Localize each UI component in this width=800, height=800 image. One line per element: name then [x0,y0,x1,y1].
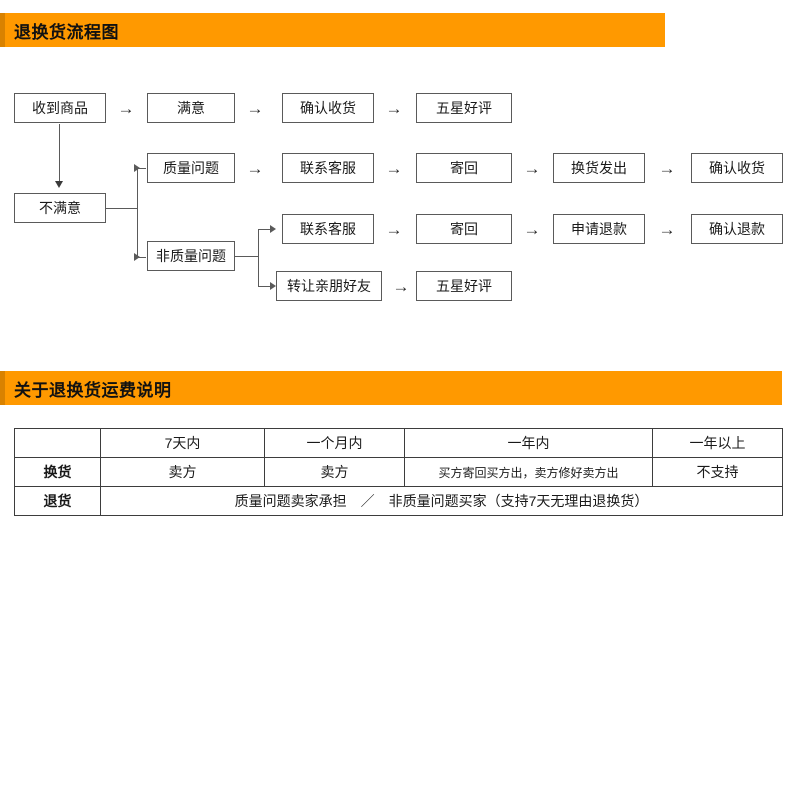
flow-connector-to-transfer [258,286,272,287]
table-header-one-month: 一个月内 [264,428,405,458]
flow-connector-nonquality-spine [258,229,259,286]
flow-node-transfer-friends: 转让亲朋好友 [276,271,382,301]
flow-node-non-quality-issue: 非质量问题 [147,241,235,271]
flow-node-received: 收到商品 [14,93,106,123]
section-title-shipping: 关于退换货运费说明 [14,380,172,400]
flow-node-quality-issue: 质量问题 [147,153,235,183]
flow-arrowhead-quality [134,164,140,172]
flow-arrow-4: → [246,158,264,178]
flow-connector-to-non-quality [137,257,146,258]
flow-node-apply-refund: 申请退款 [553,214,645,244]
flow-node-exchange-sent: 换货发出 [553,153,645,183]
flow-arrow-7: → [658,158,676,178]
table-cell-corner-blank [14,428,101,458]
flow-node-contact-service-1: 联系客服 [282,153,374,183]
flow-connector-nonquality-trunk [235,256,259,257]
flow-node-satisfied: 满意 [147,93,235,123]
table-cell-exchange-one-month: 卖方 [264,457,405,487]
flow-connector-unsatisfied-trunk [106,208,138,209]
flow-connector-received-to-unsatisfied [59,124,60,182]
table-row-exchange: 换货 卖方 卖方 买方寄回买方出，卖方修好卖方出 不支持 [14,457,783,487]
section-header-shipping: 关于退换货运费说明 [0,371,782,405]
table-header-over-one-year: 一年以上 [652,428,783,458]
flow-arrow-11: → [392,276,410,296]
table-cell-exchange-7days: 卖方 [100,457,265,487]
section-title-flowchart: 退换货流程图 [14,22,119,42]
flow-arrow-6: → [523,158,541,178]
table-cell-exchange-one-year: 买方寄回买方出，卖方修好卖方出 [404,457,653,487]
flow-node-five-star-bottom: 五星好评 [416,271,512,301]
flow-arrowhead-contact-2 [270,225,276,233]
flow-connector-to-quality [137,168,146,169]
table-cell-exchange-over-one-year: 不支持 [652,457,783,487]
table-row-return: 退货 质量问题卖家承担 ／ 非质量问题买家（支持7天无理由退换货） [14,486,783,516]
flow-connector-to-contact-2 [258,229,272,230]
flow-connector-branch-spine [137,168,138,258]
table-header-7days: 7天内 [100,428,265,458]
table-row-header: 7天内 一个月内 一年内 一年以上 [14,428,783,458]
flow-node-confirm-receipt-2: 确认收货 [691,153,783,183]
table-cell-return-note: 质量问题卖家承担 ／ 非质量问题买家（支持7天无理由退换货） [100,486,783,516]
flow-arrow-9: → [523,219,541,239]
flow-node-contact-service-2: 联系客服 [282,214,374,244]
flow-arrow-8: → [385,219,403,239]
flow-arrow-10: → [658,219,676,239]
flow-arrow-5: → [385,158,403,178]
returns-flowchart: 收到商品 → 满意 → 确认收货 → 五星好评 不满意 质量问题 → 联系客服 … [0,0,800,330]
flow-arrow-3: → [385,98,403,118]
table-rowlabel-exchange: 换货 [14,457,101,487]
flow-node-confirm-receipt-top: 确认收货 [282,93,374,123]
flow-arrowhead-down-unsatisfied [55,181,63,188]
flow-node-send-back-2: 寄回 [416,214,512,244]
section-header-flowchart: 退换货流程图 [0,13,665,47]
flow-node-five-star-top: 五星好评 [416,93,512,123]
flow-node-confirm-refund: 确认退款 [691,214,783,244]
flow-arrowhead-transfer [270,282,276,290]
table-rowlabel-return: 退货 [14,486,101,516]
flow-arrow-2: → [246,98,264,118]
shipping-fee-table: 7天内 一个月内 一年内 一年以上 换货 卖方 卖方 买方寄回买方出，卖方修好卖… [14,428,783,516]
flow-arrowhead-non-quality [134,253,140,261]
table-header-one-year: 一年内 [404,428,653,458]
flow-arrow-1: → [117,98,135,118]
flow-node-not-satisfied: 不满意 [14,193,106,223]
flow-node-send-back-1: 寄回 [416,153,512,183]
